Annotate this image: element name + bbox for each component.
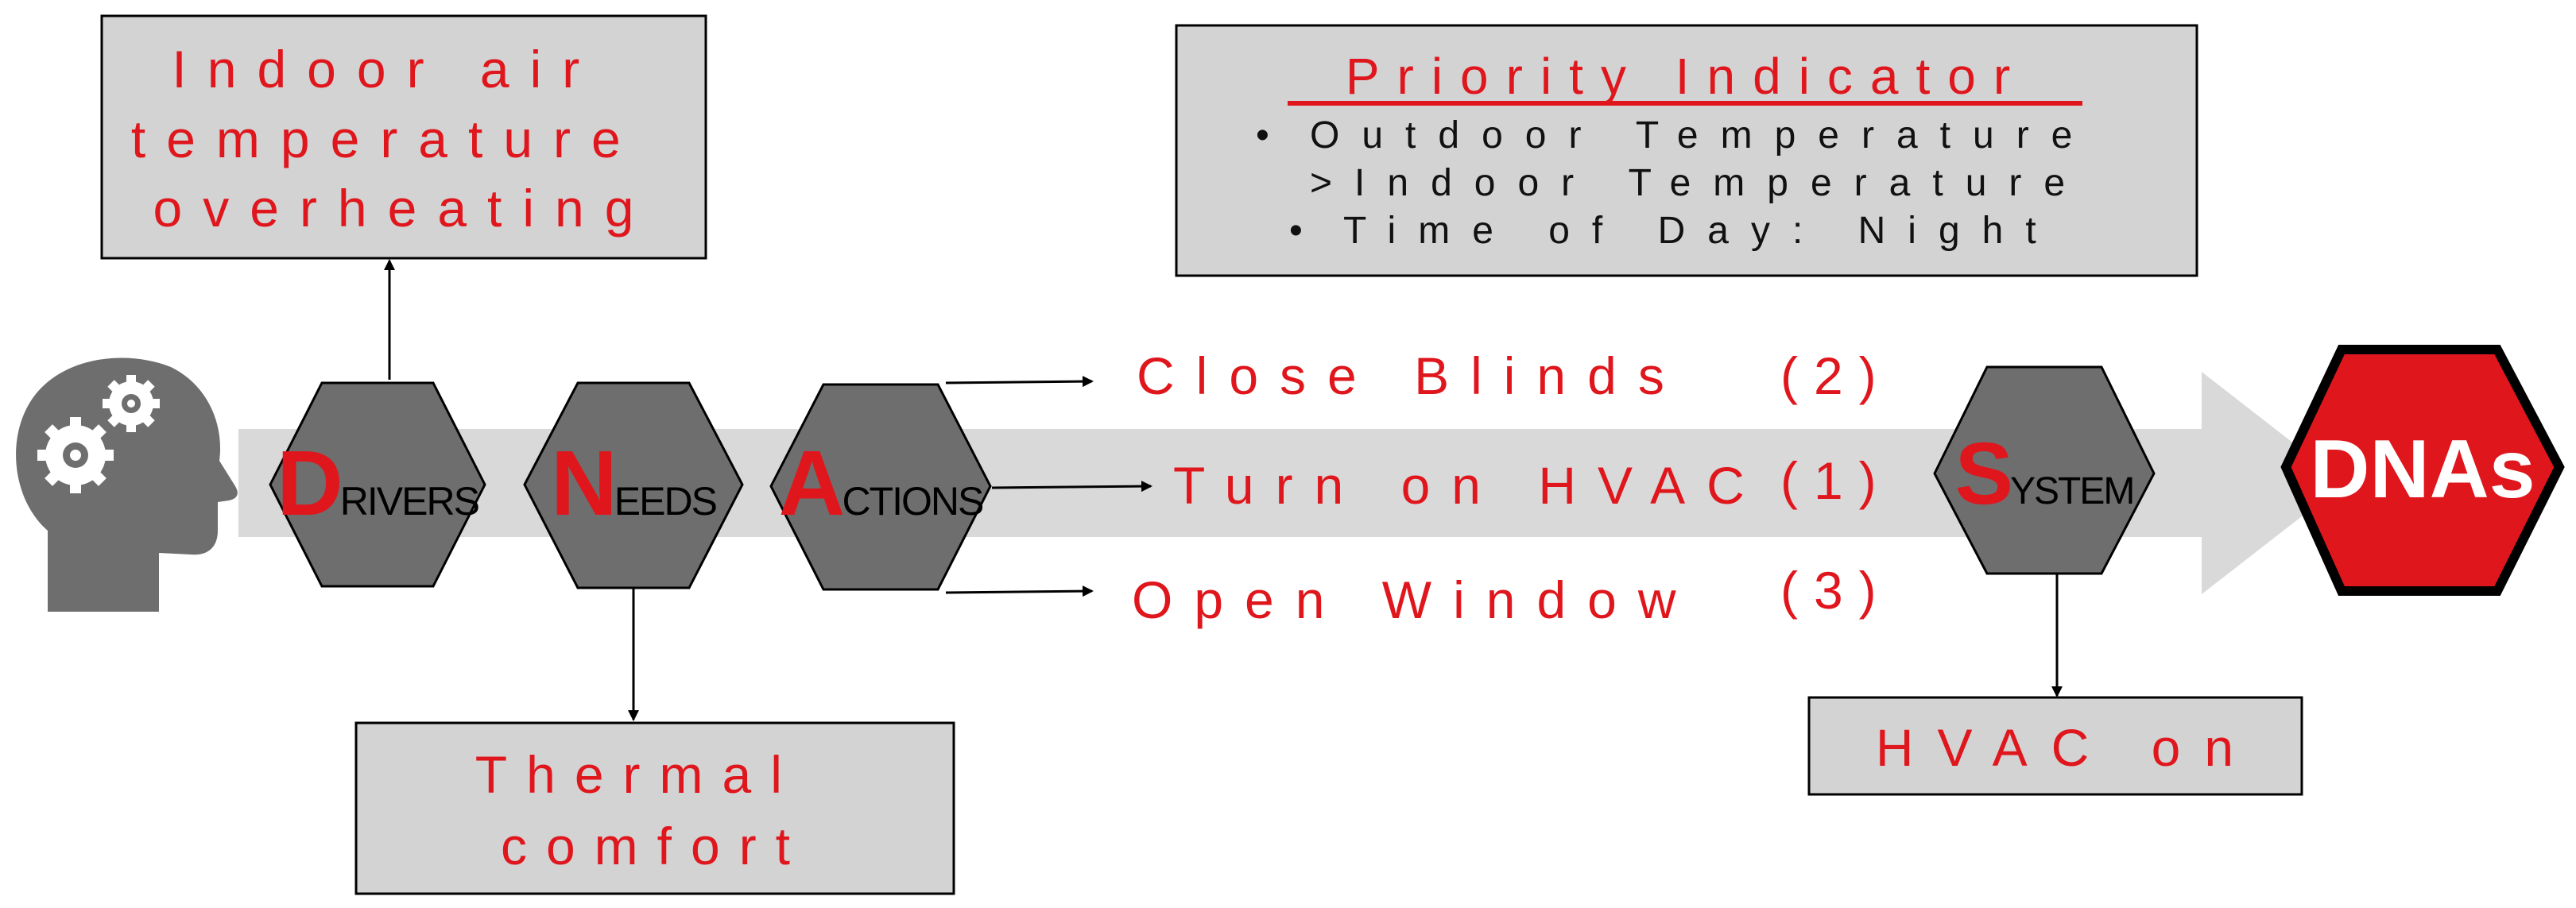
action-turn-on-hvac-rank: (1) — [1780, 451, 1892, 510]
drivers-label: RIVERS — [340, 479, 479, 524]
priority-bullet-1-marker: • — [1256, 114, 1269, 156]
needs-hexagon — [523, 381, 744, 589]
drivers-box-line-1: Indoor air — [172, 40, 600, 99]
head-with-gears-icon — [16, 357, 238, 612]
drivers-initial: D — [277, 431, 340, 535]
action-arrow-turn-on-hvac — [991, 481, 1152, 493]
system-hexagon — [1933, 365, 2156, 575]
needs-label: EEDS — [614, 479, 717, 524]
svg-text:Thermal comfort: Thermal comfort — [475, 745, 835, 875]
system-outcome-box — [1807, 696, 2303, 796]
actions-hexagon — [769, 383, 992, 591]
actions-initial: A — [779, 431, 843, 535]
needs-initial: N — [551, 431, 614, 535]
priority-bullet-1-line-2: >Indoor Temperature — [1310, 162, 2087, 204]
flow-arrow — [238, 372, 2345, 594]
svg-text:Indoor air temperature: Indoor air temperature overheating — [131, 40, 676, 238]
priority-bullet-1-line-1: Outdoor Temperature — [1310, 114, 2094, 156]
svg-text:NEEDS: NEEDS — [551, 431, 717, 535]
svg-text:DRIVERS: DRIVERS — [277, 431, 479, 535]
drivers-box-line-3: overheating — [153, 179, 655, 238]
needs-outcome-box — [354, 721, 955, 895]
svg-text:ACTIONS: ACTIONS — [779, 431, 983, 535]
action-arrow-open-window — [945, 585, 1094, 597]
drivers-hexagon — [269, 381, 486, 588]
needs-box-line-2: comfort — [501, 817, 809, 875]
system-box-label: HVAC on — [1876, 718, 2257, 777]
action-close-blinds-label: Close Blinds — [1137, 346, 1686, 405]
drivers-box-line-2: temperature — [131, 110, 641, 168]
system-label: YSTEM — [2010, 470, 2133, 512]
action-turn-on-hvac-label: Turn on HVAC — [1173, 456, 1766, 515]
priority-indicator-title: Priority Indicator — [1346, 48, 2028, 105]
priority-bullet-2: Time of Day: Night — [1343, 210, 2059, 252]
action-arrow-close-blinds — [945, 376, 1094, 388]
drivers-outcome-box — [100, 14, 707, 260]
priority-bullet-2-marker: • — [1289, 210, 1303, 252]
dnas-hexagon — [2280, 345, 2565, 596]
needs-box-line-1: Thermal — [475, 745, 801, 804]
priority-indicator-box — [1175, 24, 2198, 277]
svg-text:SYSTEM: SYSTEM — [1955, 425, 2134, 523]
dnas-label: DNAs — [2310, 423, 2535, 516]
system-initial: S — [1955, 425, 2011, 523]
action-open-window-rank: (3) — [1780, 561, 1892, 620]
actions-label: CTIONS — [842, 479, 983, 524]
action-close-blinds-rank: (2) — [1780, 346, 1892, 405]
action-open-window-label: Open Window — [1132, 570, 1698, 629]
